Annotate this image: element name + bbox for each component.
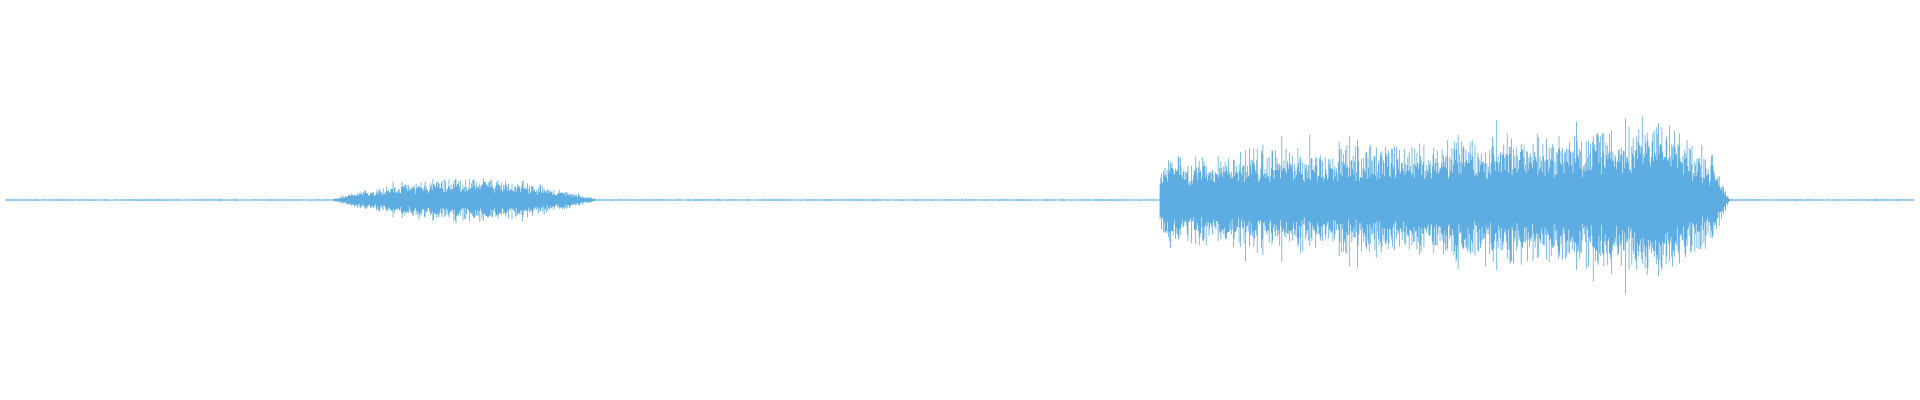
- waveform-path: [5, 116, 1913, 294]
- waveform-trace: [5, 116, 1913, 294]
